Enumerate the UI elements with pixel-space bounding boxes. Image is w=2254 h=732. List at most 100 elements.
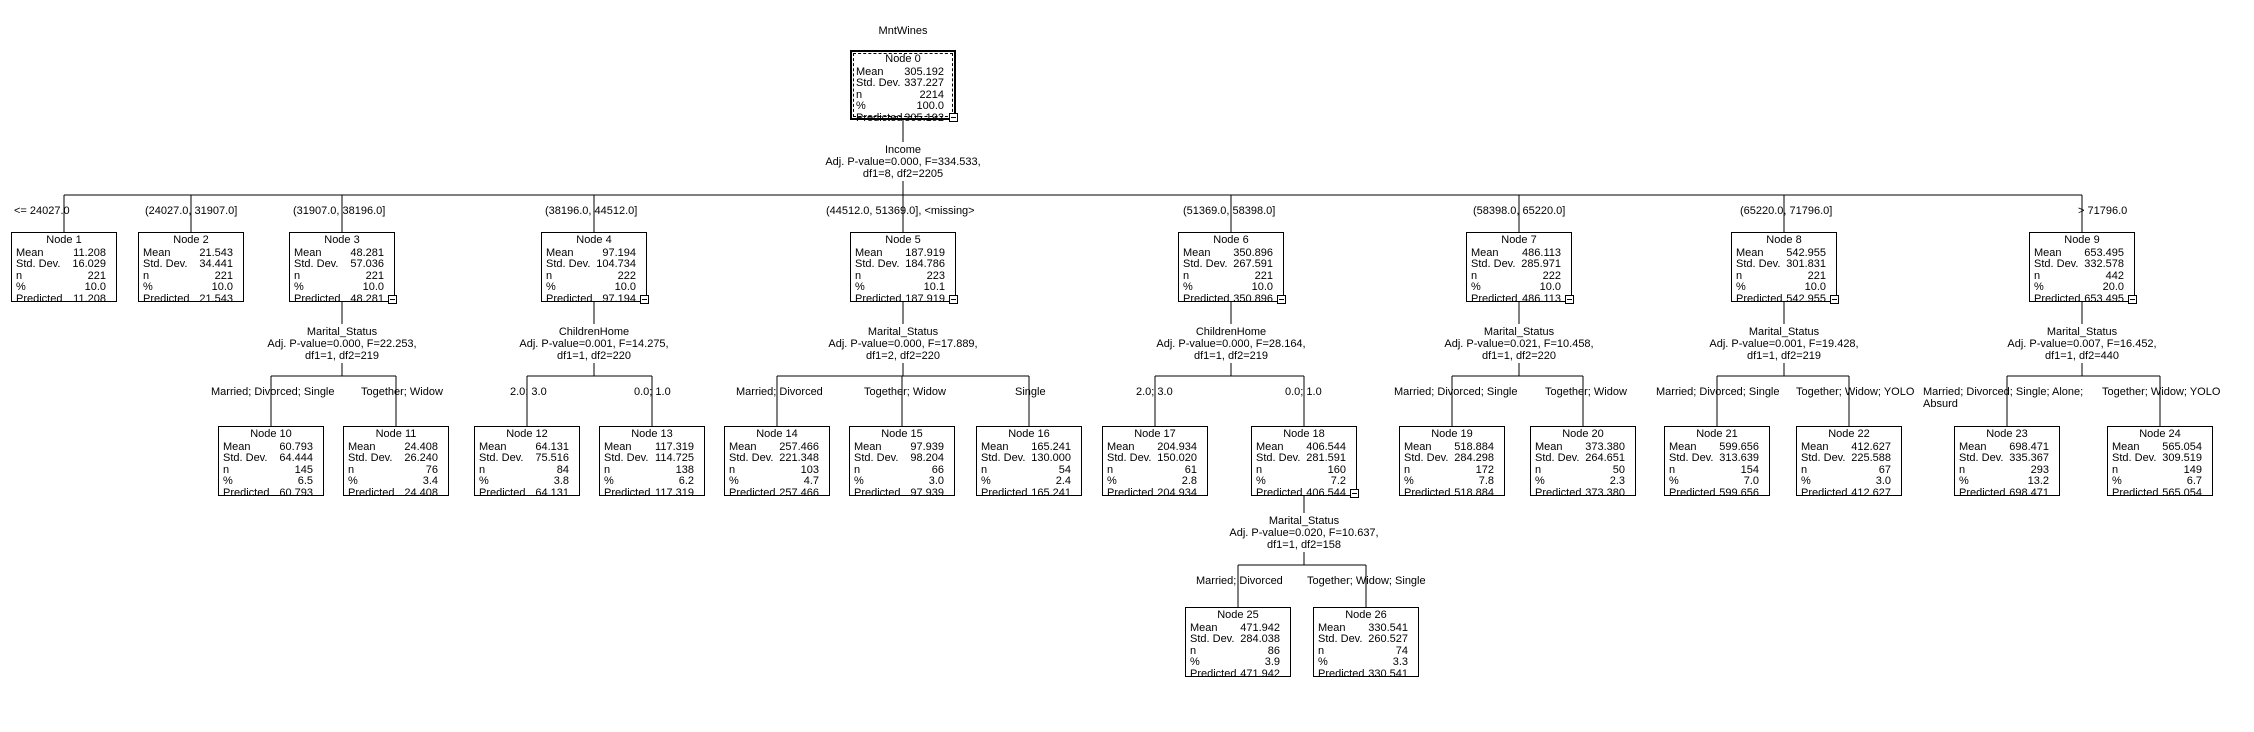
- stat-value: 3.0: [1875, 475, 1891, 487]
- collapse-toggle-icon[interactable]: [949, 295, 958, 304]
- stat-value: 518.884: [1454, 440, 1494, 453]
- stat-value: 412.627: [1851, 440, 1891, 453]
- stat-value: 653.495: [2084, 292, 2124, 305]
- stat-value: 100.0: [916, 100, 944, 112]
- collapse-toggle-icon[interactable]: [1830, 295, 1839, 304]
- collapse-toggle-icon[interactable]: [1350, 489, 1359, 498]
- stat-label: %: [604, 475, 614, 487]
- stat-value: 309.519: [2162, 452, 2202, 464]
- node-stat-row: Std. Dev.16.029: [16, 258, 112, 271]
- stat-value: 10.0: [1804, 281, 1826, 293]
- collapse-toggle-icon[interactable]: [1565, 295, 1574, 304]
- branch-label: (38196.0, 44512.0]: [545, 205, 638, 217]
- collapse-toggle-icon[interactable]: [388, 295, 397, 304]
- stat-label: %: [1190, 656, 1200, 668]
- stat-value: 21.543: [199, 246, 233, 259]
- branch-label: Together; Widow; Single: [1307, 575, 1426, 587]
- stat-value: 145: [294, 463, 313, 476]
- stat-label: Predicted: [143, 292, 190, 305]
- node-stat-row: Std. Dev.221.348: [729, 452, 825, 465]
- stat-label: Mean: [546, 246, 574, 259]
- stat-value: 13.2: [2027, 475, 2049, 487]
- stat-value: 542.955: [1786, 246, 1826, 259]
- node-stat-row: Std. Dev.114.725: [604, 452, 700, 465]
- stat-value: 24.408: [404, 440, 438, 453]
- stat-value: 60.793: [279, 440, 313, 453]
- stat-label: Std. Dev.: [2112, 452, 2157, 464]
- stat-label: n: [1256, 463, 1263, 476]
- stat-value: 471.942: [1240, 621, 1280, 634]
- node-stat-row: Std. Dev.75.516: [479, 452, 575, 465]
- stat-label: Std. Dev.: [1318, 633, 1363, 645]
- split-degrees-of-freedom: df1=1, df2=158: [1266, 539, 1342, 551]
- collapse-toggle-icon[interactable]: [949, 113, 958, 122]
- node-stat-row: %4.7: [729, 475, 825, 488]
- stat-value: 442: [2105, 269, 2124, 282]
- stat-label: Std. Dev.: [16, 258, 61, 270]
- node-stat-row: %6.5: [223, 475, 319, 488]
- stat-value: 257.466: [779, 440, 819, 453]
- stat-label: n: [854, 463, 861, 476]
- stat-label: Predicted: [1471, 292, 1518, 305]
- stat-value: 542.955: [1786, 292, 1826, 305]
- node-title: Node 0: [885, 53, 921, 65]
- collapse-toggle-icon[interactable]: [640, 295, 649, 304]
- stat-value: 285.971: [1521, 258, 1561, 270]
- branch-label: (51369.0, 58398.0]: [1183, 205, 1276, 217]
- stat-value: 117.319: [655, 486, 694, 499]
- stat-label: Std. Dev.: [2034, 258, 2079, 270]
- stat-label: n: [1535, 463, 1542, 476]
- stat-value: 114.725: [655, 452, 694, 464]
- stat-value: 66: [931, 463, 944, 476]
- stat-label: n: [855, 269, 862, 282]
- stat-value: 221.348: [779, 452, 819, 464]
- stat-label: Std. Dev.: [1183, 258, 1228, 270]
- node-stat-row: Std. Dev.284.038: [1190, 633, 1286, 646]
- branch-label: Married; Divorced: [736, 386, 823, 398]
- collapse-toggle-icon[interactable]: [2128, 295, 2137, 304]
- stat-value: 10.1: [923, 281, 945, 293]
- node-stat-row: Std. Dev.285.971: [1471, 258, 1567, 271]
- stat-label: Mean: [856, 65, 884, 78]
- node-stat-row: Std. Dev.264.651: [1535, 452, 1631, 465]
- collapse-toggle-icon[interactable]: [1277, 295, 1286, 304]
- node-stat-row: %2.8: [1107, 475, 1203, 488]
- stat-value: 335.367: [2009, 452, 2049, 464]
